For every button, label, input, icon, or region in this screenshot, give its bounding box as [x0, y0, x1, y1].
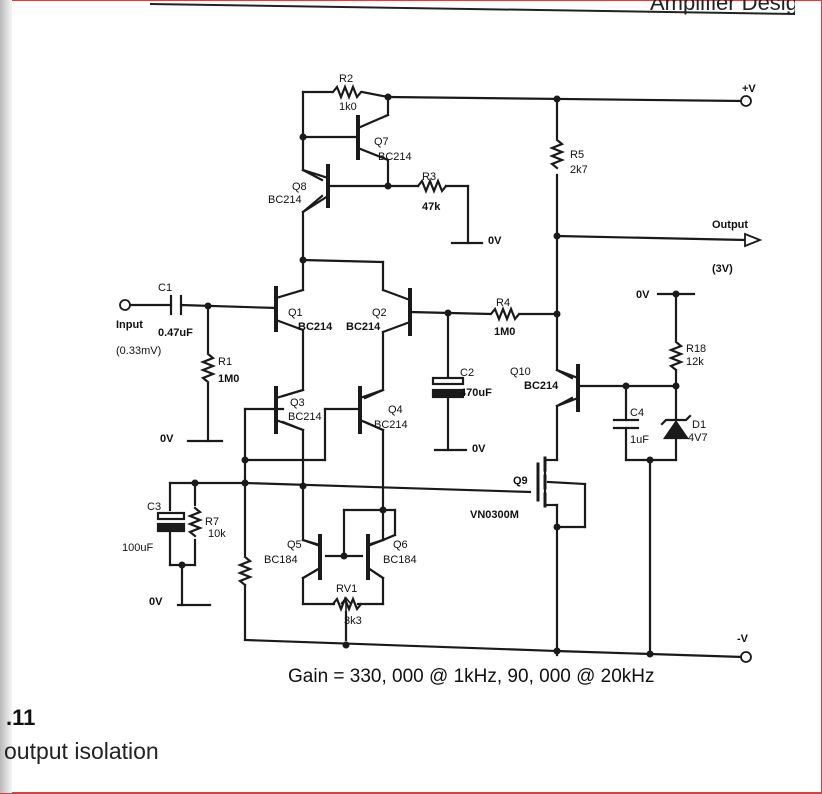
label-q10-type: BC214: [524, 380, 559, 392]
label-output-level: (3V): [712, 263, 733, 275]
label-q2: Q2: [372, 307, 387, 319]
label-c3-value: 100uF: [122, 542, 153, 554]
component-labels: R2 1k0 Q7 BC214 Q8 BC214 R3 47k 0V R5 2k…: [116, 73, 756, 645]
label-0v-r3: 0V: [488, 235, 502, 247]
label-q1: Q1: [288, 307, 303, 319]
label-input-level: (0.33mV): [116, 345, 161, 357]
label-r4-value: 1M0: [494, 326, 515, 338]
label-q3: Q3: [290, 397, 305, 409]
zener-diode-d1: [660, 414, 692, 440]
label-r2: R2: [339, 73, 353, 85]
label-q5: Q5: [287, 539, 302, 551]
input-terminal: [119, 299, 131, 311]
label-q2-type: BC214: [346, 321, 381, 333]
figure-number: .11: [6, 705, 36, 730]
label-r5-value: 2k7: [570, 164, 588, 176]
label-0v-r1: 0V: [160, 433, 174, 445]
label-q4: Q4: [388, 404, 403, 416]
label-r5: R5: [570, 149, 584, 161]
page-binding-edge: [0, 0, 12, 793]
label-q6: Q6: [393, 539, 408, 551]
label-r3-value: 47k: [422, 201, 441, 213]
label-c4: C4: [630, 407, 644, 419]
label-0v-c2: 0V: [472, 443, 486, 455]
header-title: Amplifier Designs: [650, 0, 795, 15]
label-output: Output: [712, 219, 748, 231]
label-input: Input: [116, 319, 143, 331]
label-q3-type: BC214: [288, 411, 322, 423]
label-r4: R4: [496, 297, 510, 309]
label-r1: R1: [218, 356, 232, 368]
label-0v-c3: 0V: [149, 596, 163, 608]
label-rv1: RV1: [336, 583, 357, 595]
label-q6-type: BC184: [383, 554, 417, 566]
label-q8-type: BC214: [268, 194, 302, 206]
label-r18-value: 12k: [686, 356, 704, 368]
label-r3: R3: [422, 171, 436, 183]
label-c4-value: 1uF: [630, 434, 649, 446]
label-c1-value: 0.47uF: [158, 327, 193, 339]
label-c1: C1: [158, 282, 172, 294]
label-q7: Q7: [374, 136, 389, 148]
resistor-symbols: [188, 85, 683, 611]
capacitor-symbols: [156, 294, 640, 533]
figure-caption: output isolation: [4, 738, 159, 764]
label-minus-v: -V: [737, 633, 749, 645]
label-rv1-value: 3k3: [344, 615, 362, 627]
label-r2-value: 1k0: [339, 101, 357, 113]
label-q5-type: BC184: [264, 554, 298, 566]
label-r18: R18: [686, 343, 706, 355]
label-0v-r18: 0V: [636, 289, 650, 301]
gain-specification: Gain = 330, 000 @ 1kHz, 90, 000 @ 20kHz: [288, 666, 655, 687]
label-r7-value: 10k: [208, 528, 226, 540]
rv1-wiper-arrow: [340, 596, 352, 612]
label-r7: R7: [205, 516, 219, 528]
label-r1-value: 1M0: [218, 373, 239, 385]
label-q10: Q10: [510, 366, 531, 378]
minus-v-terminal: [740, 651, 752, 663]
label-q1-type: BC214: [298, 321, 333, 333]
plus-v-terminal: [740, 95, 752, 107]
label-c2: C2: [460, 367, 474, 379]
output-arrow-icon: [744, 232, 763, 248]
junction-dots: [178, 93, 680, 658]
label-d1-value: 4V7: [688, 432, 708, 444]
transistor-bodies: [274, 113, 580, 580]
circuit-diagram: R2 1k0 Q7 BC214 Q8 BC214 R3 47k 0V R5 2k…: [116, 73, 763, 663]
label-q7-type: BC214: [378, 151, 412, 163]
label-q8: Q8: [292, 181, 307, 193]
label-q4-type: BC214: [374, 419, 408, 431]
label-plus-v: +V: [742, 83, 756, 95]
label-c3: C3: [147, 501, 161, 513]
label-d1: D1: [692, 419, 706, 431]
label-q9-type: VN0300M: [470, 509, 519, 521]
label-q9: Q9: [513, 475, 528, 487]
clipped-page-header: Amplifier Designs: [150, 0, 795, 15]
label-c2-value: 470uF: [460, 387, 492, 399]
